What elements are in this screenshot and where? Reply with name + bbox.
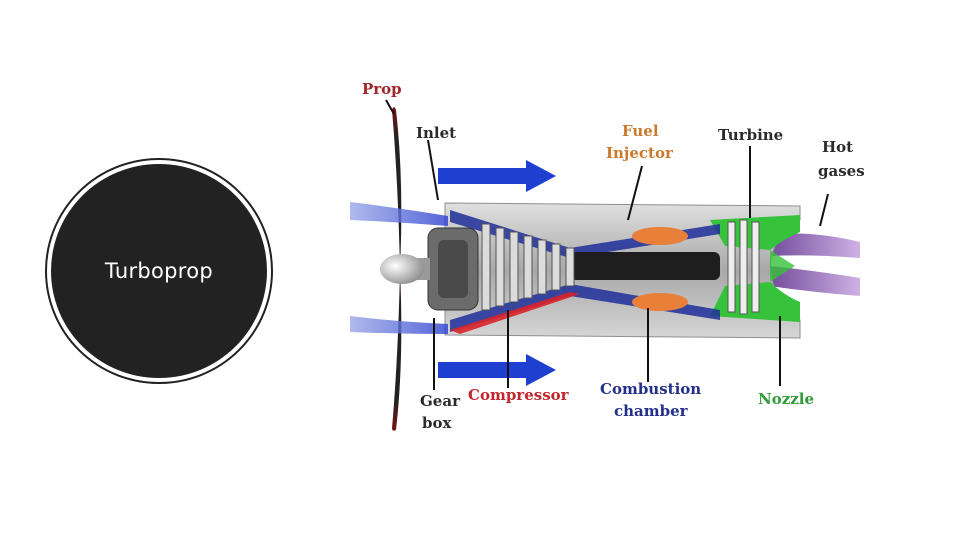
label-gear-box-line2: box — [422, 414, 452, 432]
label-prop: Prop — [362, 80, 402, 98]
leader-lines — [385, 99, 829, 390]
turboprop-diagram: Prop Inlet Fuel Injector Turbine Hot gas… — [350, 80, 865, 432]
main-shaft — [570, 252, 720, 280]
label-combustion-line1: Combustion — [600, 380, 701, 398]
label-turbine: Turbine — [718, 126, 783, 144]
inlet-airflow — [350, 202, 448, 334]
label-nozzle: Nozzle — [758, 390, 814, 408]
combustion-chamber — [632, 227, 688, 311]
turbine-blades — [727, 219, 760, 315]
flow-arrow-top — [438, 160, 556, 192]
label-hot-gases-line1: Hot — [822, 138, 853, 156]
compressor-stages — [481, 223, 575, 311]
label-fuel-injector-line1: Fuel — [622, 122, 659, 140]
label-gear-box-line1: Gear — [420, 392, 461, 410]
propeller — [380, 107, 430, 431]
label-compressor: Compressor — [468, 386, 570, 404]
gear-box — [427, 227, 479, 311]
label-inlet: Inlet — [416, 124, 456, 142]
exhaust-gases — [770, 233, 860, 296]
label-hot-gases-line2: gases — [818, 162, 865, 180]
flow-arrow-bottom — [438, 354, 556, 386]
title-badge — [45, 158, 273, 384]
slide-title: Turboprop — [104, 259, 214, 283]
label-fuel-injector-line2: Injector — [606, 144, 674, 162]
label-combustion-line2: chamber — [614, 402, 689, 420]
